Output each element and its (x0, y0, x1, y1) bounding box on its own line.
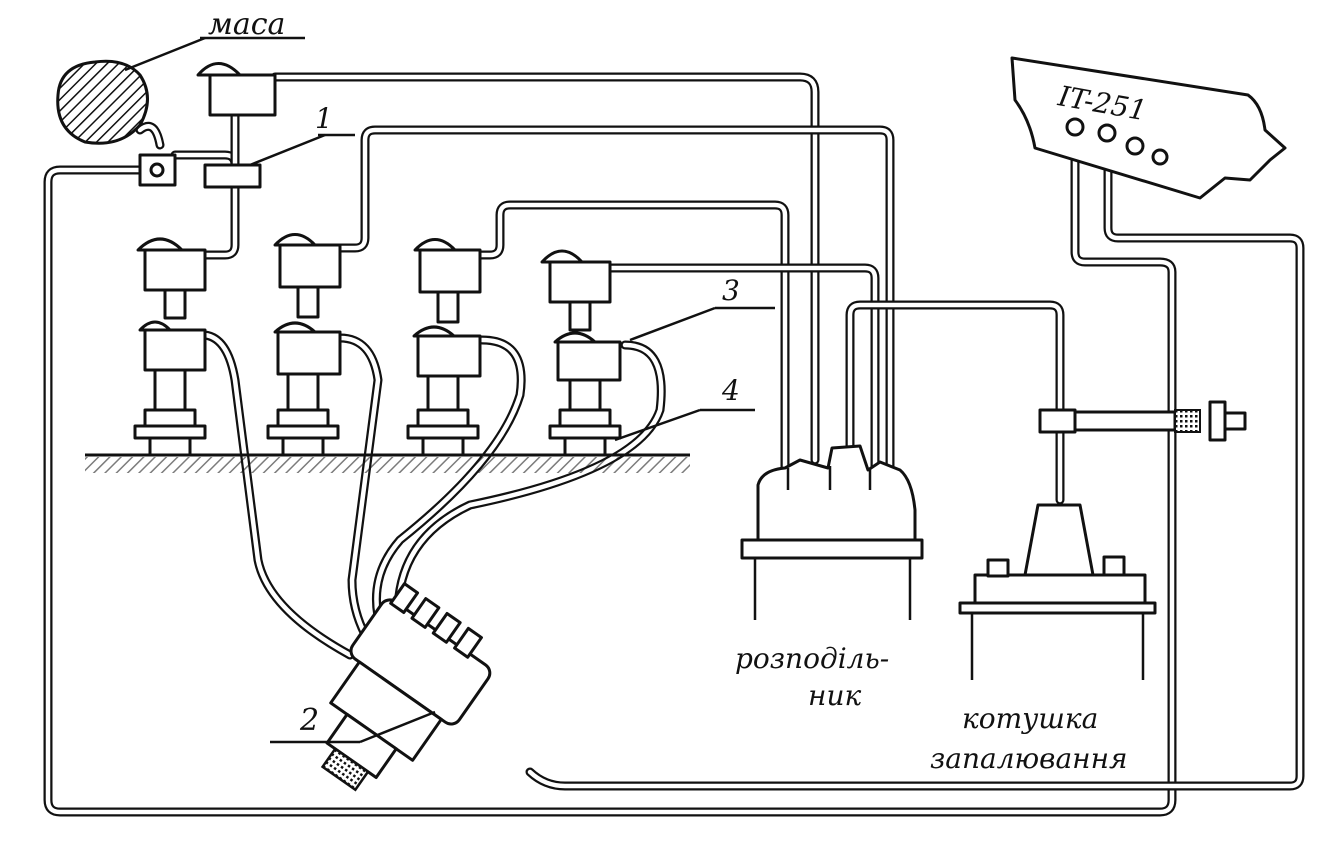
sensor-stack-2 (266, 233, 342, 457)
sensor-stack-4 (540, 249, 622, 457)
callout-1-label: 1 (315, 102, 333, 135)
callout-4-label: 4 (721, 374, 740, 407)
distributor-label-line2: ник (808, 679, 861, 712)
coil-label-line1: котушка (962, 702, 1098, 735)
sensor-stack-1 (133, 237, 207, 457)
mass-label: маса (208, 7, 285, 42)
wires (43, 72, 1305, 817)
instrument-it-251 (1010, 56, 1287, 200)
top-sensor (196, 62, 277, 117)
distributor (740, 444, 924, 620)
wire-junction (138, 153, 262, 189)
distributor-label-line1: розподіль- (735, 642, 889, 675)
coil-bracket (1038, 400, 1247, 442)
engine-block-surface (85, 453, 690, 473)
coil-label-line2: запалювання (930, 742, 1128, 775)
sensor-stack-3 (406, 238, 482, 457)
callout-2-label: 2 (299, 703, 319, 738)
callout-3-label: 3 (722, 274, 740, 307)
pickup-sensor (320, 582, 492, 792)
ignition-coil (958, 503, 1157, 680)
ground-mass-icon (56, 36, 305, 145)
